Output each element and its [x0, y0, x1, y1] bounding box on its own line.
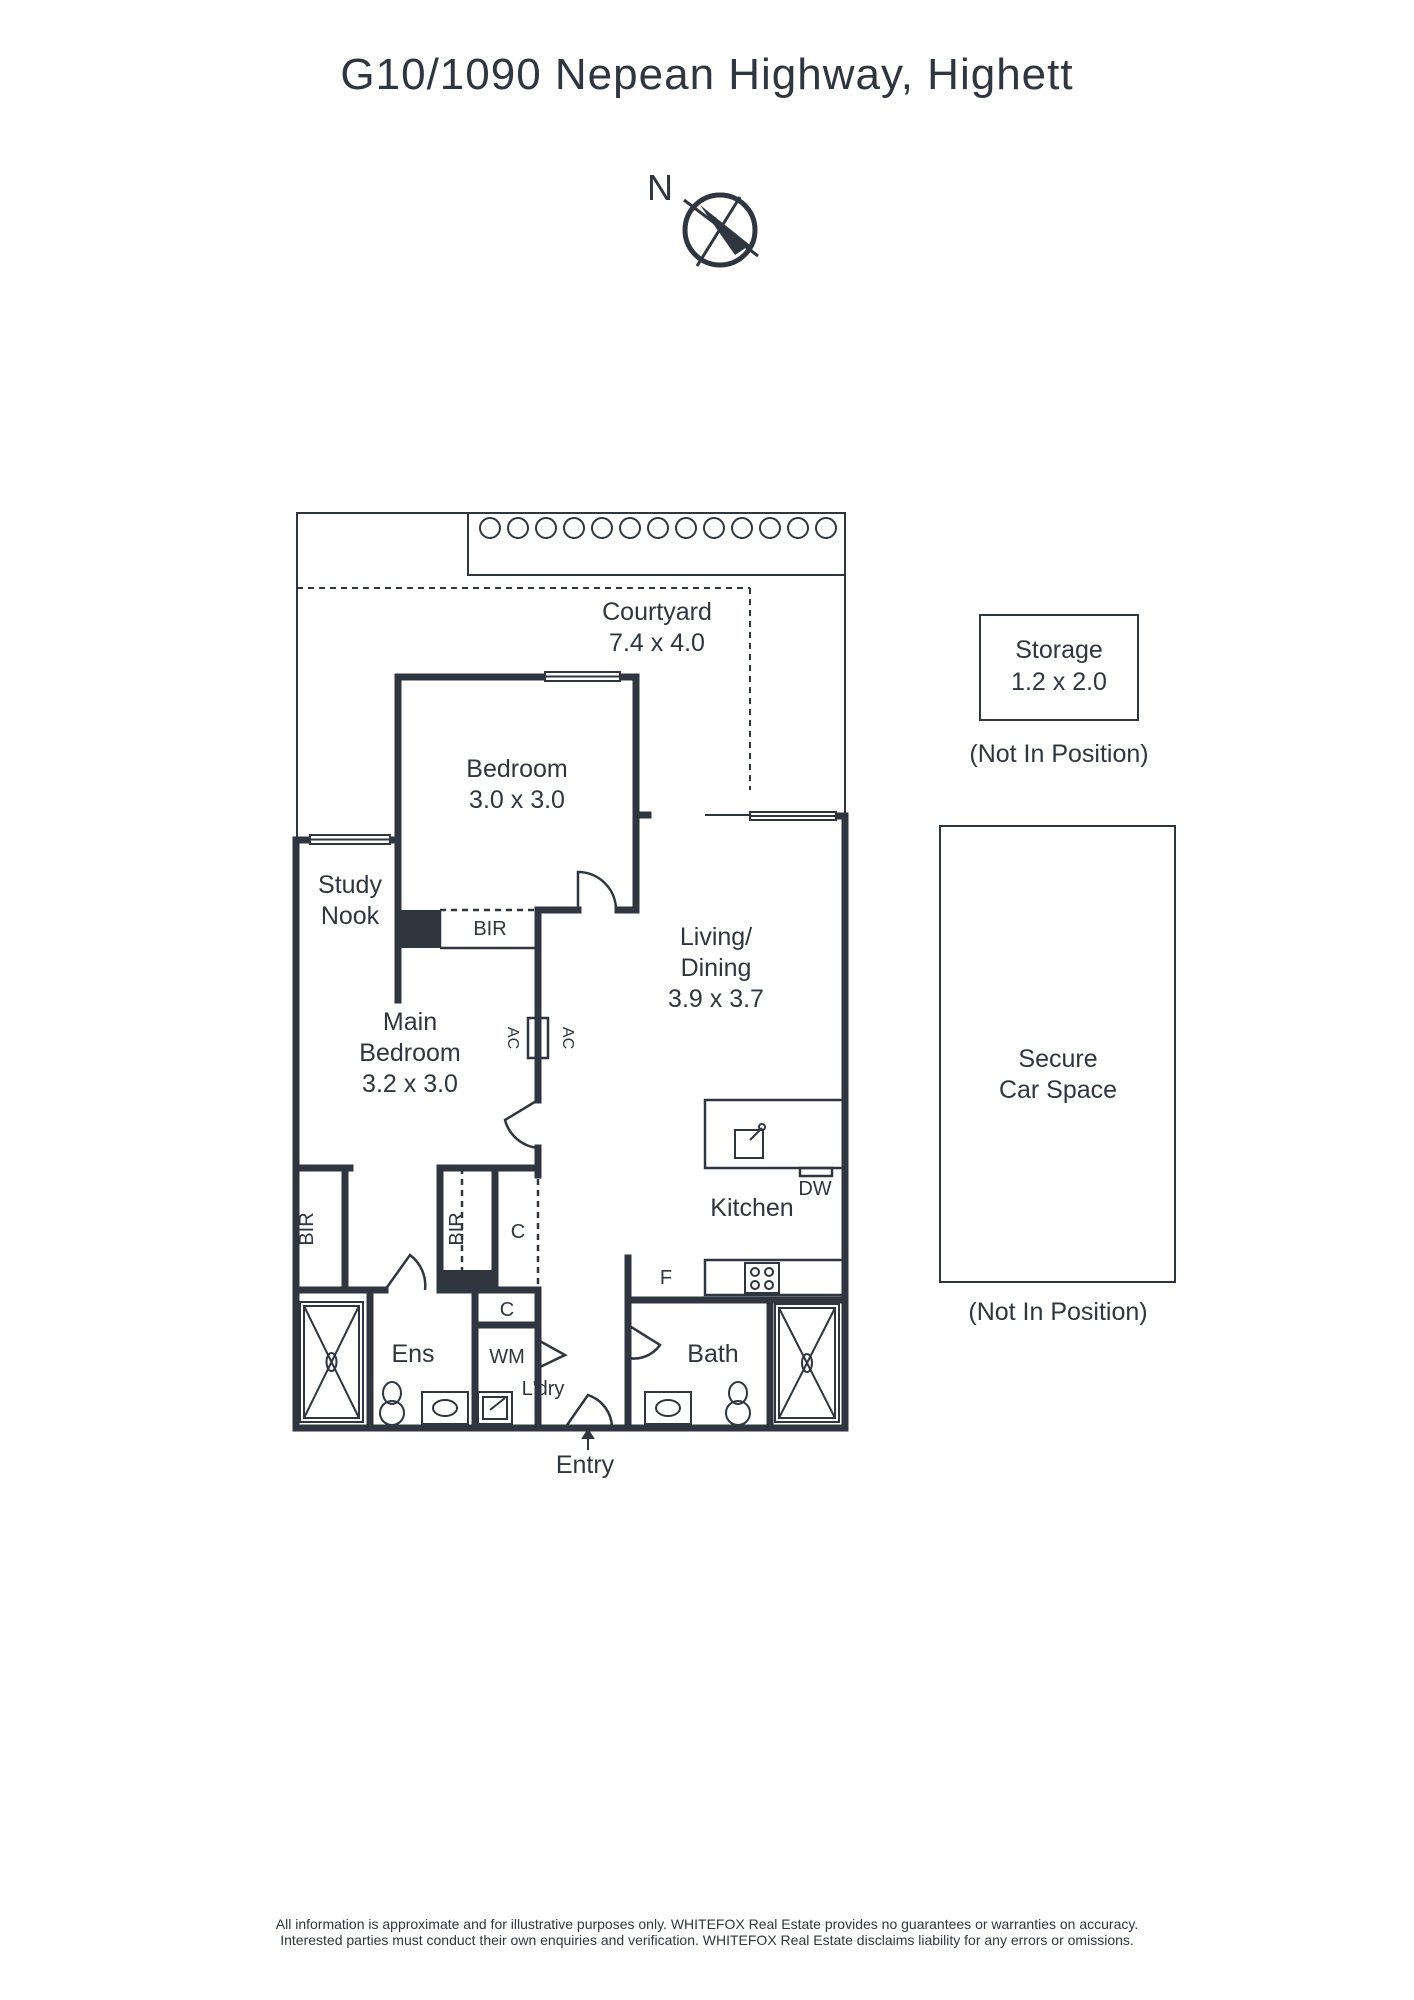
disclaimer-line-1: All information is approximate and for i…	[275, 1916, 1139, 1932]
living-size: 3.9 x 3.7	[668, 985, 764, 1013]
bedroom-size: 3.0 x 3.0	[469, 786, 565, 814]
cupboard-lower-label: C	[500, 1299, 514, 1321]
kitchen-sink-icon	[734, 1123, 766, 1159]
ac-left-label: AC	[504, 1027, 521, 1049]
car-space-label-1: Secure	[1018, 1045, 1097, 1073]
living-label-2: Dining	[681, 954, 752, 982]
storage-label: Storage	[1015, 636, 1103, 664]
shower-ensuite-icon	[299, 1301, 364, 1423]
laundry-tub-icon	[477, 1391, 513, 1425]
storage-size: 1.2 x 2.0	[1011, 668, 1107, 696]
toilet-ensuite-icon	[379, 1381, 405, 1426]
disclaimer-line-2: Interested parties must conduct their ow…	[280, 1932, 1134, 1948]
laundry-label: L'dry	[522, 1378, 565, 1400]
bir-block-top	[398, 910, 440, 948]
study-nook-label-1: Study	[318, 871, 382, 899]
courtyard-size: 7.4 x 4.0	[609, 629, 705, 657]
car-space-note: (Not In Position)	[968, 1298, 1147, 1326]
partitions	[341, 908, 845, 1325]
bedroom-label: Bedroom	[466, 755, 567, 783]
bir-top-label: BIR	[473, 918, 506, 940]
windows	[309, 671, 837, 845]
toilet-bath-icon	[725, 1381, 751, 1426]
storage-note: (Not In Position)	[969, 740, 1148, 768]
ac-right-label: AC	[559, 1027, 576, 1049]
garden-plants	[479, 517, 837, 539]
basin-ensuite-icon	[421, 1391, 469, 1425]
compass-north-label: N	[647, 167, 673, 208]
bath-label: Bath	[687, 1340, 738, 1368]
shower-bath-icon	[774, 1303, 840, 1423]
dw-label: DW	[798, 1178, 831, 1200]
storage-box	[979, 614, 1139, 721]
page-title: G10/1090 Nepean Highway, Highett	[340, 50, 1074, 99]
living-label-1: Living/	[680, 923, 752, 951]
car-space-label-2: Car Space	[999, 1076, 1117, 1104]
main-bedroom-size: 3.2 x 3.0	[362, 1070, 458, 1098]
main-bedroom-label-2: Bedroom	[359, 1039, 460, 1067]
bir-left-label: BIR	[296, 1212, 318, 1245]
entry-label: Entry	[556, 1451, 615, 1479]
cupboard-upper-label: C	[511, 1221, 525, 1243]
kitchen-label: Kitchen	[710, 1194, 793, 1222]
entry-arrow-icon	[581, 1428, 595, 1450]
basin-bath-icon	[644, 1391, 692, 1425]
car-space-box	[939, 825, 1176, 1283]
main-bedroom-label-1: Main	[383, 1008, 437, 1036]
wm-label: WM	[489, 1346, 525, 1368]
cooktop-icon	[744, 1262, 780, 1294]
courtyard-area	[296, 512, 846, 838]
door-swings	[383, 870, 662, 1429]
bir-block-mid	[440, 1270, 495, 1290]
fridge-label: F	[660, 1267, 672, 1289]
study-nook-label-2: Nook	[321, 902, 380, 930]
courtyard-label: Courtyard	[602, 598, 712, 626]
bir-mid-label: BIR	[446, 1212, 468, 1245]
ensuite-label: Ens	[391, 1340, 434, 1368]
disclaimer: All information is approximate and for i…	[0, 1916, 1414, 1948]
north-compass-icon: N	[647, 167, 759, 268]
